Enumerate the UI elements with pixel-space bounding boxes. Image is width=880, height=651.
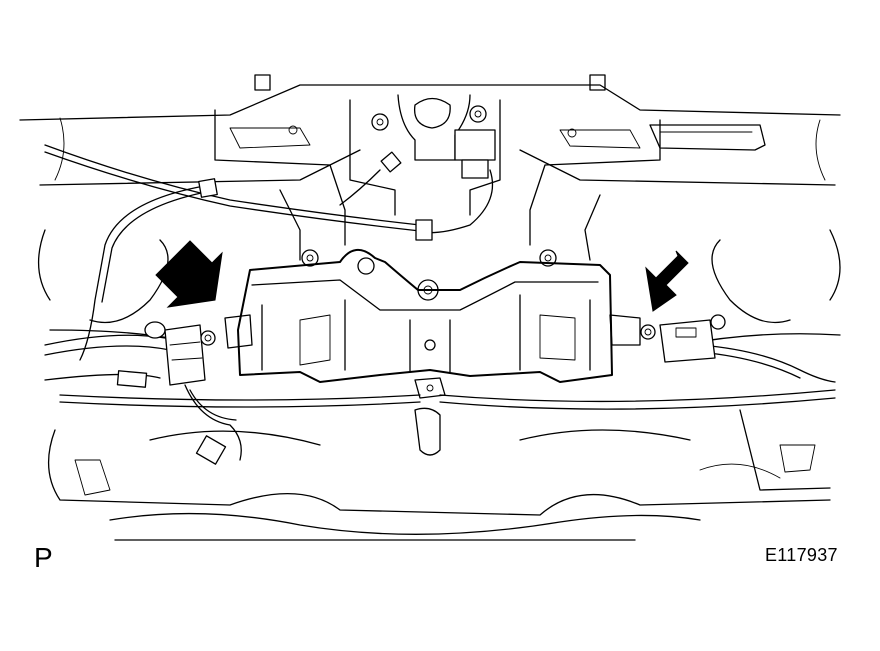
arrow-down-right-icon — [155, 240, 223, 308]
wire-harness — [44, 144, 836, 465]
view-label: P — [34, 542, 53, 573]
left-connector — [144, 321, 216, 386]
figure-id: E117937 — [765, 545, 838, 565]
body-panel — [19, 84, 841, 541]
main-module — [224, 249, 641, 456]
left-arrow-group — [155, 240, 223, 308]
right-arrow-group — [645, 250, 689, 312]
upper-bracket — [214, 74, 766, 246]
right-connector — [640, 314, 726, 363]
arrow-down-left-icon — [645, 250, 689, 312]
